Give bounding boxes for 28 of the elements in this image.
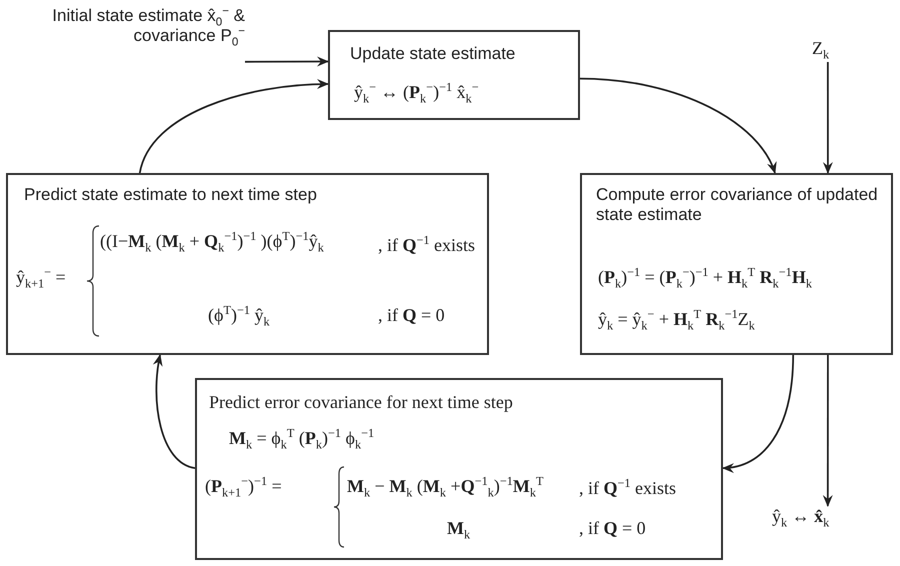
- box-heading: Update state estimate: [350, 44, 516, 64]
- condition-text: , if Q = 0: [378, 305, 445, 326]
- formula: ŷ$_{k+1}$$^{−}$ =: [16, 267, 66, 288]
- process-box: [6, 173, 489, 355]
- arrow: [245, 56, 329, 67]
- process-box: [195, 378, 723, 560]
- box-heading: Compute error covariance of updated state estimate: [596, 185, 879, 224]
- formula: ŷ$_{k}$ = ŷ$_{k}$$^{−}$ + H$_{k}$$^{T}$ R$_{k}$$^{−1}$Z$_{k}$: [598, 309, 755, 330]
- output-label: ŷ$_{k}$ ↔ x̂$_{k}$: [772, 506, 862, 527]
- formula: M$_{k}$: [447, 518, 470, 539]
- formula: (ϕ$^{T}$)$^{−1}$ ŷ$_{k}$: [208, 305, 270, 326]
- arrow: [580, 78, 776, 174]
- formula: ((I−M$_{k}$ (M$_{k}$ + Q$_{k}$$^{−1}$)$^{−1}$ )(ϕ$^{T}$)$^{−1}$ŷ$_{k}$: [100, 231, 324, 252]
- arrow: [822, 62, 833, 174]
- formula: (P$_{k}$)$^{−1}$ = (P$_{k}$$^{−}$)$^{−1}$ + H$_{k}$$^{T}$ R$_{k}$$^{−1}$H$_{k}$: [598, 267, 812, 288]
- arrow: [153, 354, 196, 469]
- measurement-label: Z$_{k}$: [812, 38, 848, 59]
- condition-text: , if Q = 0: [579, 518, 646, 539]
- box-heading: Predict error covariance for next time step: [209, 392, 513, 413]
- arrow: [822, 355, 833, 507]
- condition-text: , if Q$^{−1}$ exists: [378, 235, 476, 256]
- process-box: [328, 30, 580, 120]
- condition-text: , if Q$^{−1}$ exists: [579, 478, 676, 499]
- process-box: [580, 173, 893, 355]
- arrow: [722, 354, 794, 472]
- formula: (P$_{k+1}$$^{−}$)$^{−1}$ =: [205, 476, 282, 497]
- arrow: [138, 79, 329, 174]
- box-heading: Predict state estimate to next time step: [24, 185, 317, 205]
